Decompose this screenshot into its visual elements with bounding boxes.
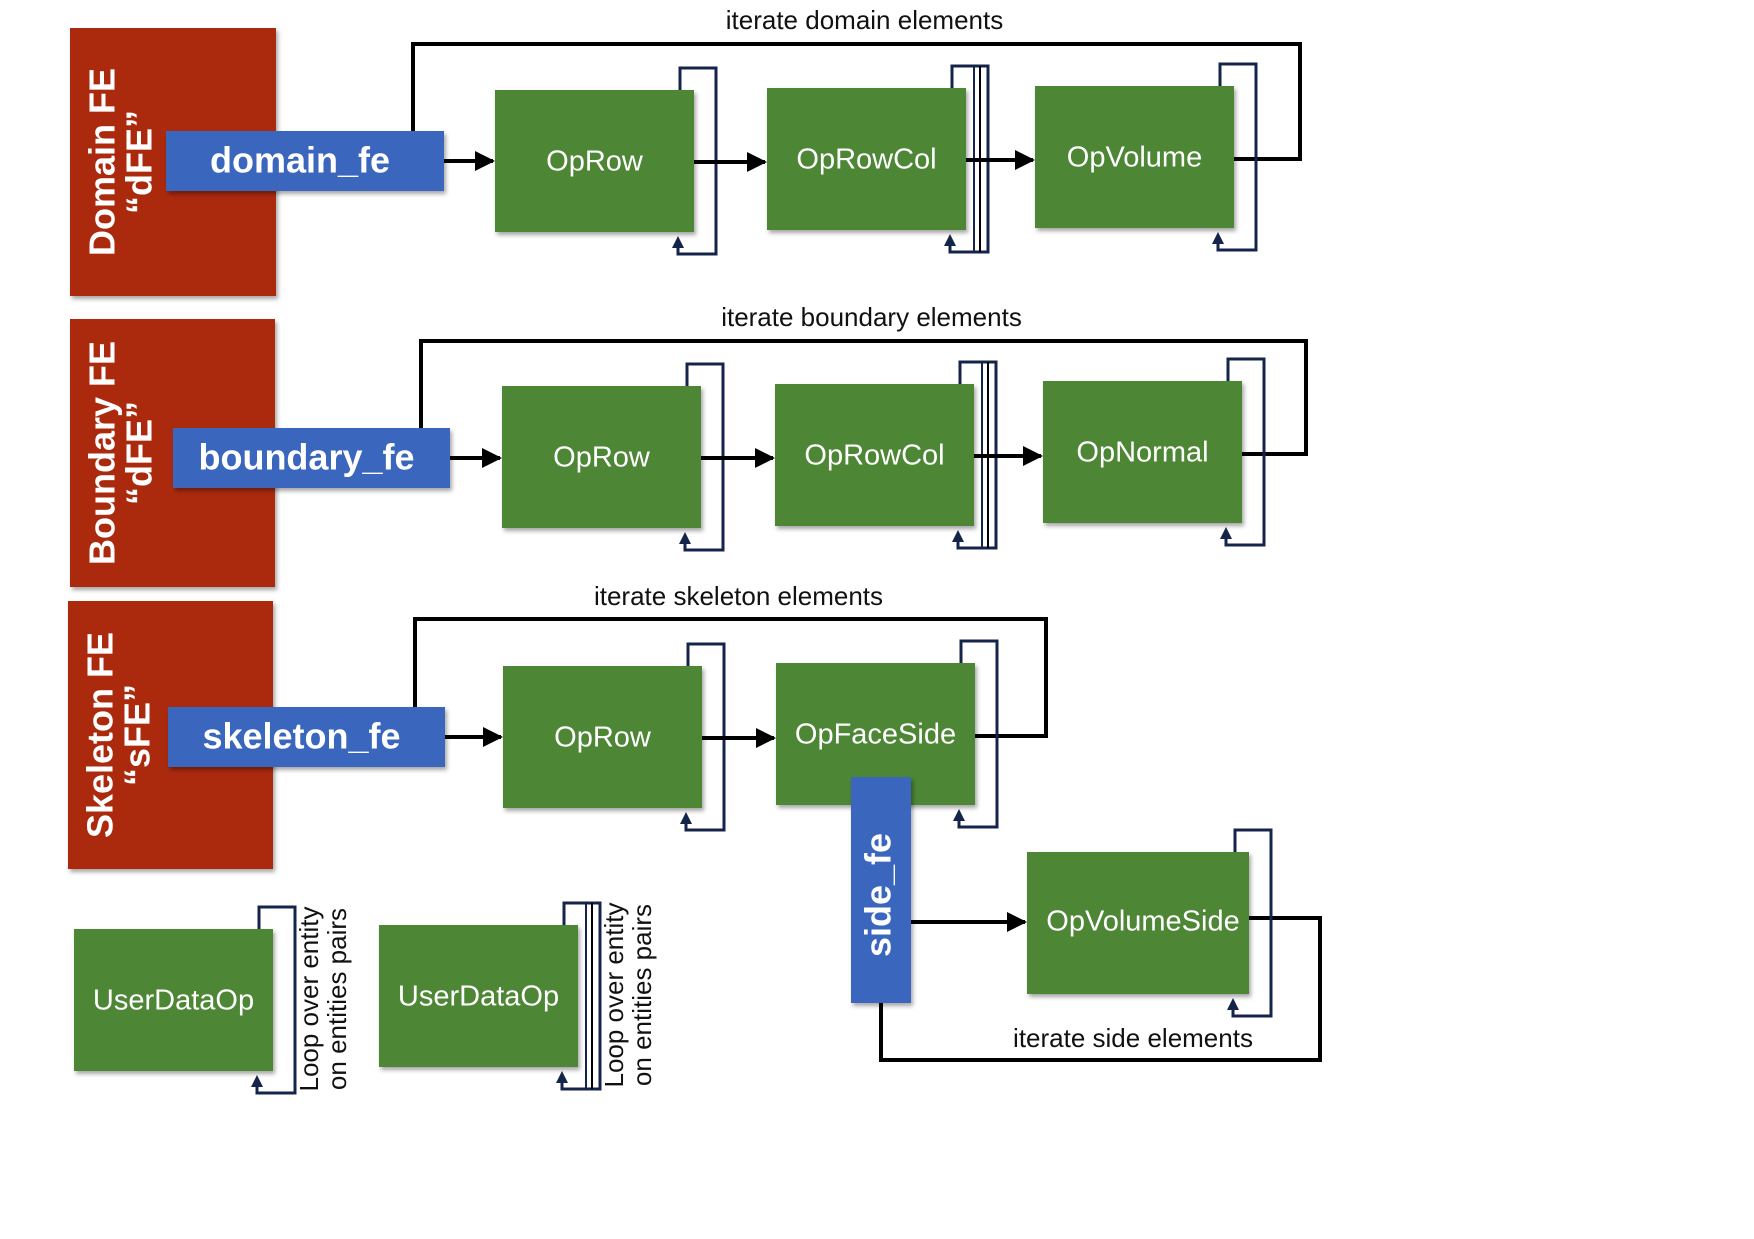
- legend-note-line1-1: Loop over entity: [599, 902, 629, 1087]
- operator-box-boundary-2: [1043, 381, 1242, 523]
- operator-domain-2-loop-line: [1216, 62, 1258, 252]
- pipeline-box-side: [851, 777, 911, 1003]
- legend-note-line2-0: on entities pairs: [322, 908, 352, 1090]
- operator-label-skeleton-1: OpFaceSide: [795, 719, 956, 751]
- iterate-loop-domain: [411, 42, 1302, 161]
- operator-label-side: OpVolumeSide: [1046, 906, 1239, 938]
- pipeline-box-skeleton: [168, 707, 445, 767]
- legend-operator-label-1: UserDataOp: [398, 981, 559, 1013]
- legend-0-loop-arrow-icon: [251, 1075, 263, 1087]
- pipeline-label-side: side_fe: [858, 833, 899, 957]
- legend-0-loop-line: [255, 905, 297, 1095]
- operator-box-domain-2: [1035, 86, 1234, 228]
- operator-label-boundary-2: OpNormal: [1076, 437, 1208, 469]
- pipeline-label-boundary: boundary_fe: [198, 437, 414, 478]
- legend-operator-label-0: UserDataOp: [93, 985, 254, 1017]
- operator-skeleton-1-loop-line: [957, 639, 999, 829]
- operator-box-boundary-1: [775, 384, 974, 526]
- legend-note-line2-1: on entities pairs: [627, 904, 657, 1086]
- operator-box-boundary-0: [502, 386, 701, 528]
- fe-title-skeleton: Skeleton FE: [80, 632, 121, 838]
- iterate-label-side: iterate side elements: [1013, 1023, 1253, 1053]
- operator-boundary-2-loop-line: [1224, 357, 1266, 547]
- operator-label-boundary-1: OpRowCol: [804, 440, 944, 472]
- legend-note-line1-0: Loop over entity: [294, 906, 324, 1091]
- operator-box-skeleton-0: [503, 666, 702, 808]
- iterate-label-skeleton: iterate skeleton elements: [594, 581, 883, 611]
- fe-title-boundary: Boundary FE: [82, 341, 123, 565]
- operator-box-domain-1: [767, 88, 966, 230]
- operator-boundary-2-loop-arrow-icon: [1220, 527, 1232, 539]
- legend-1-loop-arrow-icon: [556, 1071, 568, 1083]
- operator-label-skeleton-0: OpRow: [554, 722, 652, 754]
- operator-domain-1-loop-arrow-icon: [944, 234, 956, 246]
- operator-boundary-1-loop-arrow-icon: [952, 530, 964, 542]
- operator-label-boundary-0: OpRow: [553, 442, 651, 474]
- iterate-label-boundary: iterate boundary elements: [721, 302, 1022, 332]
- operator-skeleton-1-loop-arrow-icon: [953, 809, 965, 821]
- operator-label-domain-2: OpVolume: [1067, 142, 1202, 174]
- pipeline-box-domain: [166, 131, 444, 191]
- operator-box-domain-0: [495, 90, 694, 232]
- iterate-loop-side: [879, 916, 1322, 1062]
- fe-title-domain: Domain FE: [82, 68, 123, 256]
- legend-operator-box-1: [379, 925, 578, 1067]
- fe-abbrev-boundary: “dFE”: [119, 401, 160, 505]
- legend-1-loop-line: [560, 901, 602, 1091]
- pipeline-label-domain: domain_fe: [210, 140, 390, 181]
- fe-abbrev-domain: “dFE”: [119, 110, 160, 214]
- operator-boundary-0-loop-arrow-icon: [679, 532, 691, 544]
- operator-domain-0-loop-arrow-icon: [672, 236, 684, 248]
- iterate-loop-boundary: [419, 339, 1308, 456]
- operator-side-loop-arrow-icon: [1227, 998, 1239, 1010]
- legend-operator-box-0: [74, 929, 273, 1071]
- operator-box-side: [1027, 852, 1249, 994]
- iterate-loop-skeleton: [413, 617, 1048, 738]
- operator-side-loop-line: [1231, 828, 1273, 1018]
- iterate-label-domain: iterate domain elements: [726, 5, 1003, 35]
- operator-label-domain-0: OpRow: [546, 146, 644, 178]
- fe-abbrev-skeleton: “sFE”: [117, 684, 158, 786]
- pipeline-box-boundary: [173, 428, 450, 488]
- operator-domain-2-loop-arrow-icon: [1212, 232, 1224, 244]
- operator-skeleton-0-loop-arrow-icon: [680, 812, 692, 824]
- operator-label-domain-1: OpRowCol: [796, 144, 936, 176]
- pipeline-label-skeleton: skeleton_fe: [202, 716, 400, 757]
